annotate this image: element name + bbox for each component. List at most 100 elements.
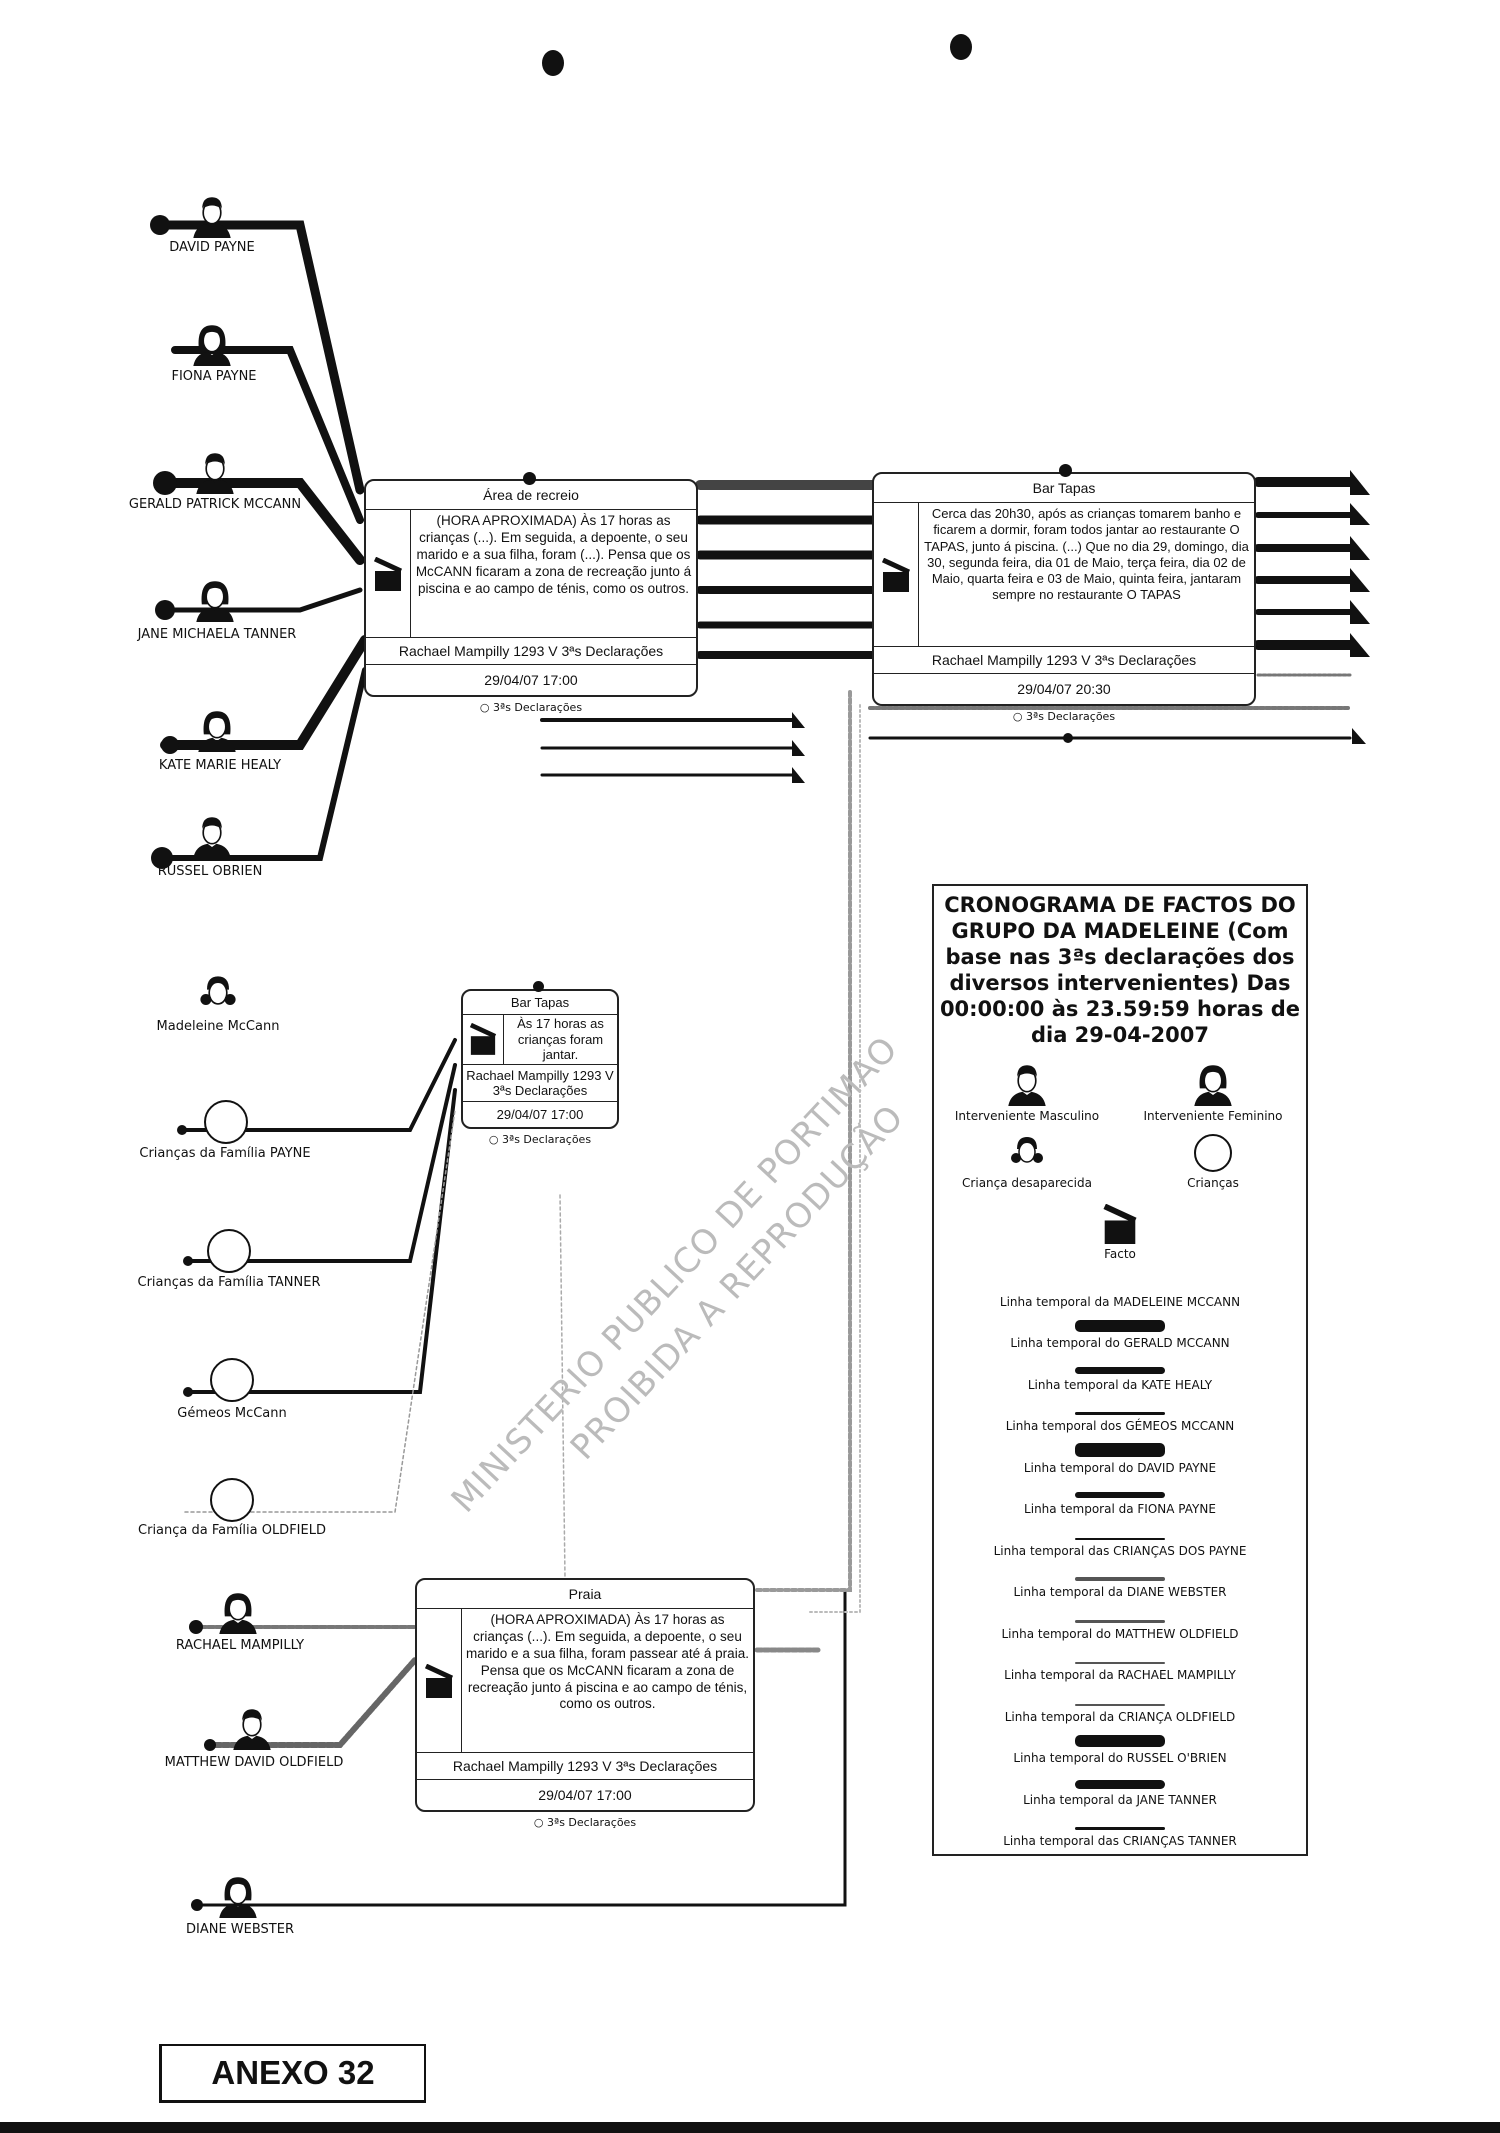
missing-child-icon: [196, 972, 240, 1016]
annex-label: ANEXO 32: [159, 2044, 426, 2103]
fact-date: 29/04/07 17:00: [484, 672, 578, 688]
female-person-icon: [193, 578, 237, 622]
fact-icon: [424, 1664, 454, 1698]
timeline-david-payne: [160, 220, 365, 495]
female-person-icon: [216, 1590, 260, 1634]
bottom-border: [0, 2122, 1500, 2133]
fact-icon: [373, 557, 403, 591]
legend-panel: CRONOGRAMA DE FACTOS DO GRUPO DA MADELEI…: [932, 884, 1308, 1857]
legend-timeline-item: Linha temporal do MATTHEW OLDFIELD: [934, 1599, 1306, 1641]
legend-timeline-item: Linha temporal da FIONA PAYNE: [934, 1475, 1306, 1517]
male-person-icon: [190, 194, 234, 238]
punch-hole: [950, 34, 972, 60]
label-russel: RUSSEL OBRIEN: [157, 864, 263, 879]
legend-title: CRONOGRAMA DE FACTOS DO GRUPO DA MADELEI…: [939, 893, 1301, 1048]
fact-card-area-de-recreio[interactable]: Área de recreio (HORA APROXIMADA) Às 17 …: [364, 479, 698, 697]
female-person-icon: [1191, 1062, 1235, 1106]
label-fiona-payne: FIONA PAYNE: [171, 369, 257, 384]
punch-hole: [542, 50, 564, 76]
timeline-line-sample: [1075, 1735, 1165, 1748]
fact-caption: ○ 3ªs Declarações: [488, 1132, 592, 1146]
label-gerald: GERALD PATRICK MCCANN: [128, 497, 302, 512]
legend-timeline-item: Linha temporal das CRIANÇAS TANNER: [934, 1807, 1306, 1849]
fact-card-praia[interactable]: Praia (HORA APROXIMADA) Às 17 horas as c…: [415, 1578, 755, 1812]
male-person-icon: [190, 814, 234, 858]
fact-source: Rachael Mampilly 1293 V 3ªs Declarações: [463, 1065, 617, 1102]
fact-text: Cerca das 20h30, após as crianças tomare…: [924, 506, 1249, 603]
timeline-label: Linha temporal da FIONA PAYNE: [1024, 1502, 1216, 1517]
fact-caption: ○ 3ªs Declarações: [533, 1816, 637, 1829]
legend-timeline-item: Linha temporal do DAVID PAYNE: [934, 1433, 1306, 1475]
timeline-label: Linha temporal da JANE TANNER: [1023, 1792, 1217, 1807]
timeline-label: Linha temporal da KATE HEALY: [1027, 1377, 1213, 1392]
label-diane: DIANE WEBSTER: [185, 1922, 295, 1937]
timeline-label: Linha temporal das CRIANÇAS TANNER: [1003, 1834, 1237, 1849]
label-criancas-payne: Crianças da Família PAYNE: [139, 1146, 311, 1161]
label-madeleine: Madeleine McCann: [156, 1019, 280, 1034]
fact-card-bar-tapas-dinner[interactable]: Bar Tapas Cerca das 20h30, após as crian…: [872, 472, 1256, 706]
label-david-payne: DAVID PAYNE: [169, 240, 255, 255]
timeline-line-sample: [1075, 1827, 1165, 1831]
legend-male: Interveniente Masculino: [954, 1109, 1100, 1124]
legend-timeline-item: Linha temporal do RUSSEL O'BRIEN: [934, 1724, 1306, 1766]
timeline-line-sample: [1075, 1619, 1165, 1623]
fact-bar-tapas-kids: Bar Tapas Às 17 horas as crianças foram …: [461, 989, 619, 1146]
timeline-line-sample: [1075, 1779, 1165, 1789]
timeline-line-sample: [1075, 1703, 1165, 1706]
connector-dot: [1059, 464, 1072, 477]
legend-fact: Facto: [1104, 1247, 1136, 1262]
timeline-label: Linha temporal dos GÉMEOS MCCANN: [1005, 1419, 1235, 1434]
legend-timeline-item: Linha temporal da JANE TANNER: [934, 1765, 1306, 1807]
fact-date: 29/04/07 17:00: [496, 1106, 584, 1122]
timeline-line-sample: [1075, 1577, 1165, 1582]
timeline-label: Linha temporal da RACHAEL MAMPILLY: [1004, 1668, 1236, 1683]
fact-title: Bar Tapas: [874, 474, 1254, 503]
timeline-label: Linha temporal do GERALD MCCANN: [1010, 1336, 1230, 1351]
female-person-icon: [195, 708, 239, 752]
fact-praia: Praia (HORA APROXIMADA) Às 17 horas as c…: [415, 1578, 755, 1829]
legend-missing-child: Criança desaparecida: [962, 1176, 1092, 1191]
fact-icon: [881, 558, 911, 592]
label-crianca-oldfield: Criança da Família OLDFIELD: [138, 1523, 326, 1538]
label-kate: KATE MARIE HEALY: [158, 758, 282, 773]
timeline-gerald: [155, 478, 365, 565]
legend-children: Crianças: [1187, 1176, 1239, 1191]
legend-female: Interveniente Feminino: [1143, 1109, 1283, 1124]
fact-caption: ○ 3ªs Declarações: [479, 701, 583, 714]
fact-title: Bar Tapas: [463, 991, 617, 1015]
children-circle-icon: [1194, 1134, 1232, 1173]
timeline-line-sample: [1075, 1662, 1165, 1665]
male-person-icon: [193, 450, 237, 494]
legend-timelines: Linha temporal da MADELEINE MCCANN Linha …: [934, 1267, 1306, 1849]
legend-timeline-item: Linha temporal das CRIANÇAS DOS PAYNE: [934, 1516, 1306, 1558]
fact-text: Às 17 horas as crianças foram jantar.: [517, 1016, 604, 1063]
legend-timeline-item: Linha temporal da KATE HEALY: [934, 1350, 1306, 1392]
timeline-line-sample: [1075, 1492, 1165, 1499]
timeline-line-sample: [1075, 1412, 1165, 1416]
label-rachael: RACHAEL MAMPILLY: [175, 1638, 305, 1653]
fact-date: 29/04/07 17:00: [538, 1787, 632, 1803]
timeline-label: Linha temporal do MATTHEW OLDFIELD: [1001, 1626, 1239, 1641]
legend-timeline-item: Linha temporal da CRIANÇA OLDFIELD: [934, 1682, 1306, 1724]
label-matthew: MATTHEW DAVID OLDFIELD: [164, 1755, 344, 1770]
label-jane: JANE MICHAELA TANNER: [137, 627, 297, 642]
legend-timeline-item: Linha temporal da DIANE WEBSTER: [934, 1558, 1306, 1600]
timeline-line-sample: [1075, 1442, 1165, 1457]
fact-caption: ○ 3ªs Declarações: [1012, 710, 1116, 723]
timeline-label: Linha temporal da DIANE WEBSTER: [1013, 1585, 1227, 1600]
legend-timeline-item: Linha temporal dos GÉMEOS MCCANN: [934, 1392, 1306, 1434]
fact-source: Rachael Mampilly 1293 V 3ªs Declarações: [366, 638, 696, 665]
timeline-russel: [162, 667, 368, 861]
connector-dot: [533, 981, 544, 992]
timeline-label: Linha temporal do RUSSEL O'BRIEN: [1013, 1751, 1227, 1766]
fact-source: Rachael Mampilly 1293 V 3ªs Declarações: [874, 647, 1254, 674]
fact-bar-tapas-dinner: Bar Tapas Cerca das 20h30, após as crian…: [872, 472, 1256, 723]
female-person-icon: [216, 1874, 260, 1918]
fact-title: Área de recreio: [366, 481, 696, 510]
label-gemeos: Gémeos McCann: [177, 1406, 287, 1421]
timeline-label: Linha temporal da MADELEINE MCCANN: [999, 1294, 1241, 1309]
fact-card-bar-tapas-kids[interactable]: Bar Tapas Às 17 horas as crianças foram …: [461, 989, 619, 1129]
fact-date: 29/04/07 20:30: [1017, 681, 1111, 697]
timeline-line-sample: [1075, 1366, 1165, 1374]
legend-timeline-item: Linha temporal do GERALD MCCANN: [934, 1309, 1306, 1351]
